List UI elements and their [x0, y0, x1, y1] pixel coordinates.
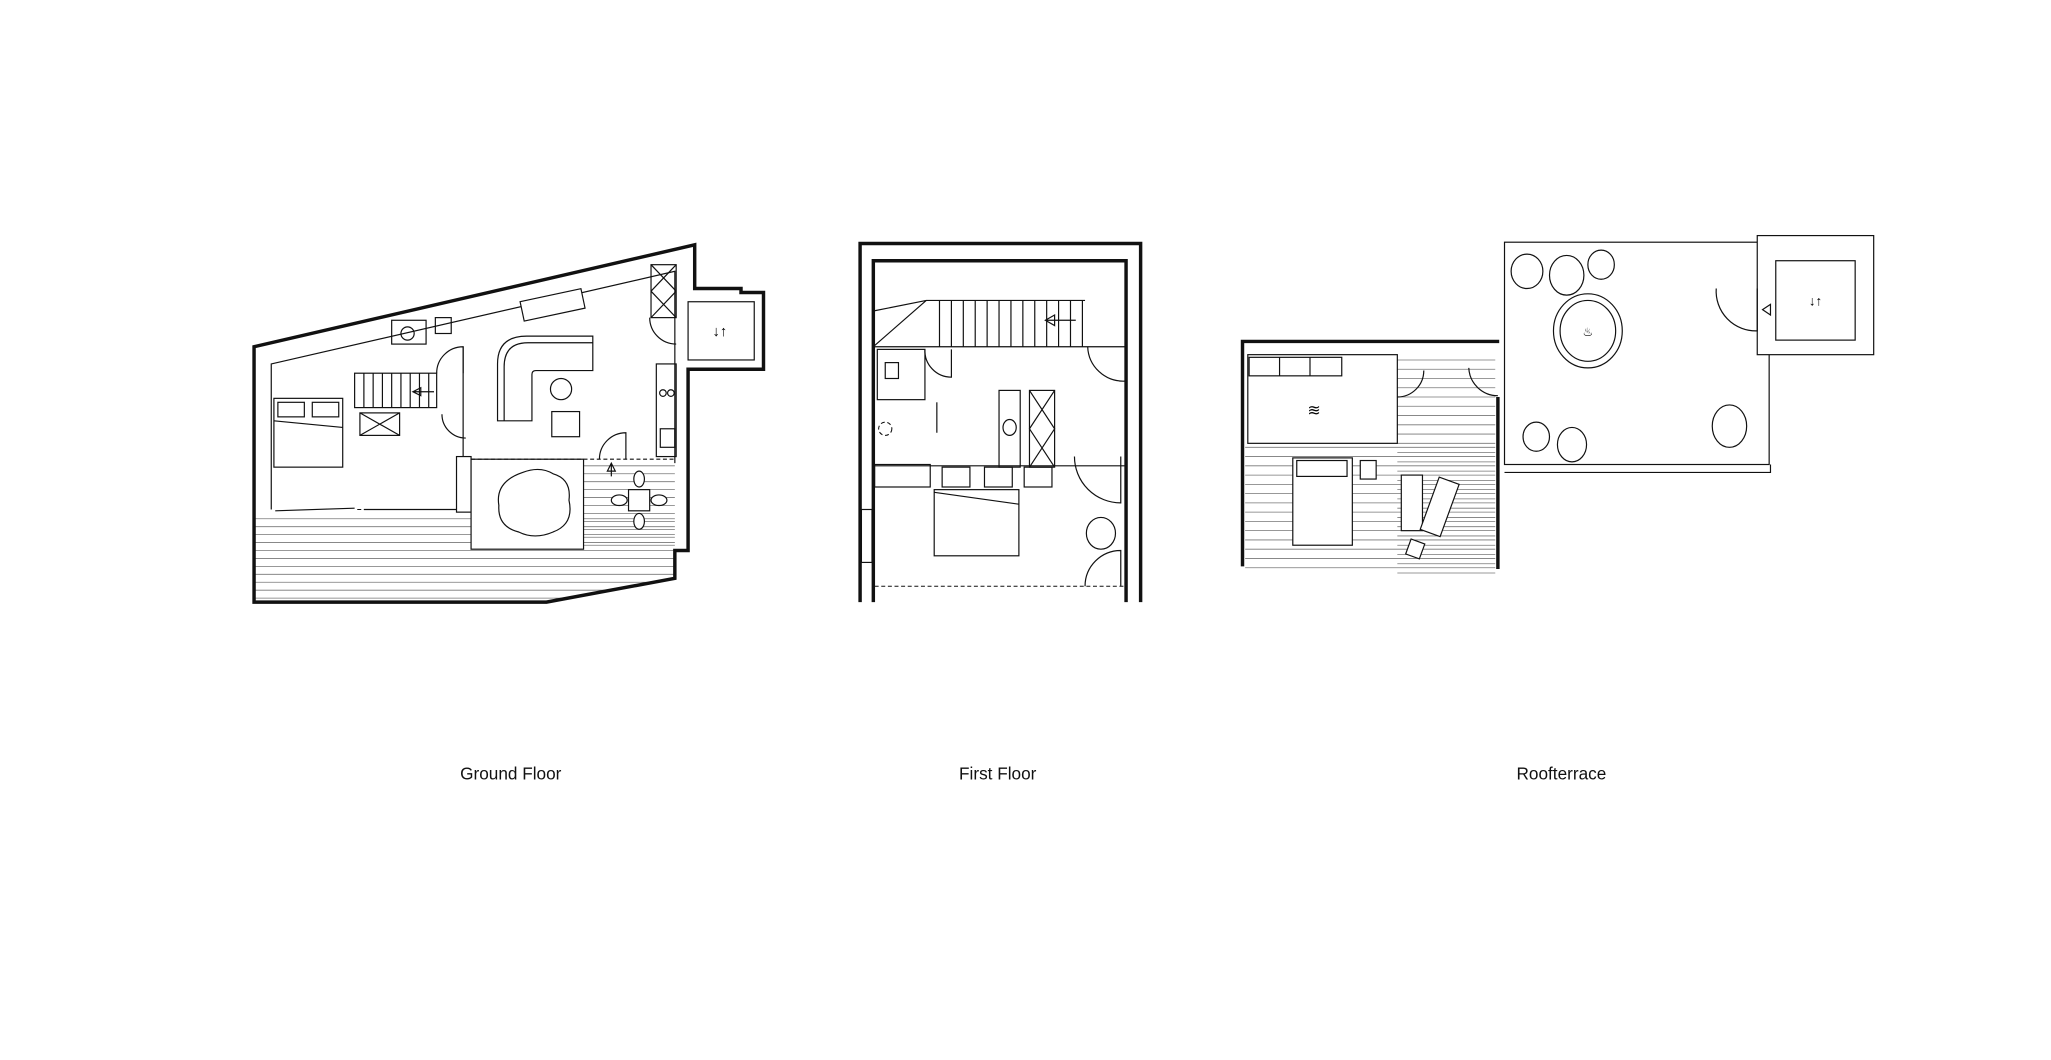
- door-swing: [1084, 549, 1122, 587]
- plants: [1510, 249, 1748, 463]
- bedroom-box: [1247, 354, 1398, 444]
- door-swing: [1073, 456, 1122, 504]
- window: [860, 508, 873, 564]
- kitchen-counter: [519, 288, 586, 322]
- toilet: [884, 362, 900, 380]
- sun-bed: [1292, 457, 1353, 546]
- lounger: [1400, 474, 1424, 532]
- lounger: [1419, 476, 1460, 538]
- door-swing: [1468, 367, 1498, 397]
- courtyard-planter: [470, 458, 585, 550]
- door-swing: [924, 349, 952, 378]
- washbasin: [391, 319, 427, 345]
- plan-label-first-floor: First Floor: [959, 763, 1037, 783]
- elevator-arrows-icon: ↓↑: [1809, 294, 1822, 309]
- dining-table: [627, 489, 651, 512]
- door-swing: [441, 414, 466, 439]
- outer-wall: [252, 242, 766, 604]
- door-swing: [649, 317, 677, 345]
- first-floor-plan: First Floor: [858, 241, 1143, 783]
- door-swing: [1715, 288, 1758, 332]
- ground-floor-plan: ↓↑: [252, 242, 766, 783]
- inner-wall: [270, 270, 676, 510]
- bed: [933, 489, 1020, 557]
- heating-icon: ≋: [1307, 403, 1320, 420]
- shaft: [1028, 389, 1056, 468]
- sofa: [1248, 356, 1343, 377]
- kitchen-unit: [655, 363, 677, 458]
- door-swing: [436, 346, 464, 374]
- elevator: [1775, 260, 1856, 341]
- pillow: [277, 401, 305, 418]
- stool: [1404, 538, 1426, 560]
- door-swing: [1397, 370, 1425, 398]
- entry-arrow-icon: [606, 461, 617, 477]
- deck-boards: [255, 465, 675, 599]
- deck-boards: [1245, 359, 1496, 574]
- roofterrace-plan: ↓↑ ♨ ≋ Roofterrace: [1240, 234, 1875, 783]
- shaft: [359, 412, 401, 436]
- outer-wall: [1240, 339, 1500, 570]
- water-icon: ♨: [1583, 325, 1594, 339]
- washbasin-unit: [998, 389, 1021, 468]
- outer-wall: [858, 241, 1143, 603]
- round-table: [549, 377, 573, 401]
- cupboard: [650, 264, 677, 319]
- terrace-area: [1503, 241, 1770, 466]
- staircase: [354, 372, 438, 409]
- tree-icon: [497, 468, 571, 537]
- floor-drain: [878, 421, 893, 436]
- sofa: [496, 335, 594, 422]
- elevator-arrows-icon: ↓↑: [713, 324, 728, 340]
- plan-label-ground-floor: Ground Floor: [460, 763, 562, 783]
- column: [455, 455, 472, 513]
- door-swing: [1087, 346, 1125, 382]
- side-table: [1359, 459, 1377, 480]
- toilet: [434, 317, 452, 335]
- armchair: [551, 410, 581, 438]
- pillow: [311, 401, 340, 418]
- elevator-housing: [1756, 234, 1875, 356]
- staircase: [872, 299, 1125, 348]
- stair-arrow-icon: [1044, 313, 1076, 327]
- elevator: [687, 301, 755, 361]
- stair-arrow-icon: [411, 386, 435, 397]
- door-swing: [598, 432, 627, 460]
- plan-label-roofterrace: Roofterrace: [1517, 763, 1607, 783]
- shower: [876, 348, 926, 401]
- round-table: [1085, 516, 1117, 550]
- wardrobe: [874, 463, 931, 488]
- jacuzzi: [1552, 293, 1623, 369]
